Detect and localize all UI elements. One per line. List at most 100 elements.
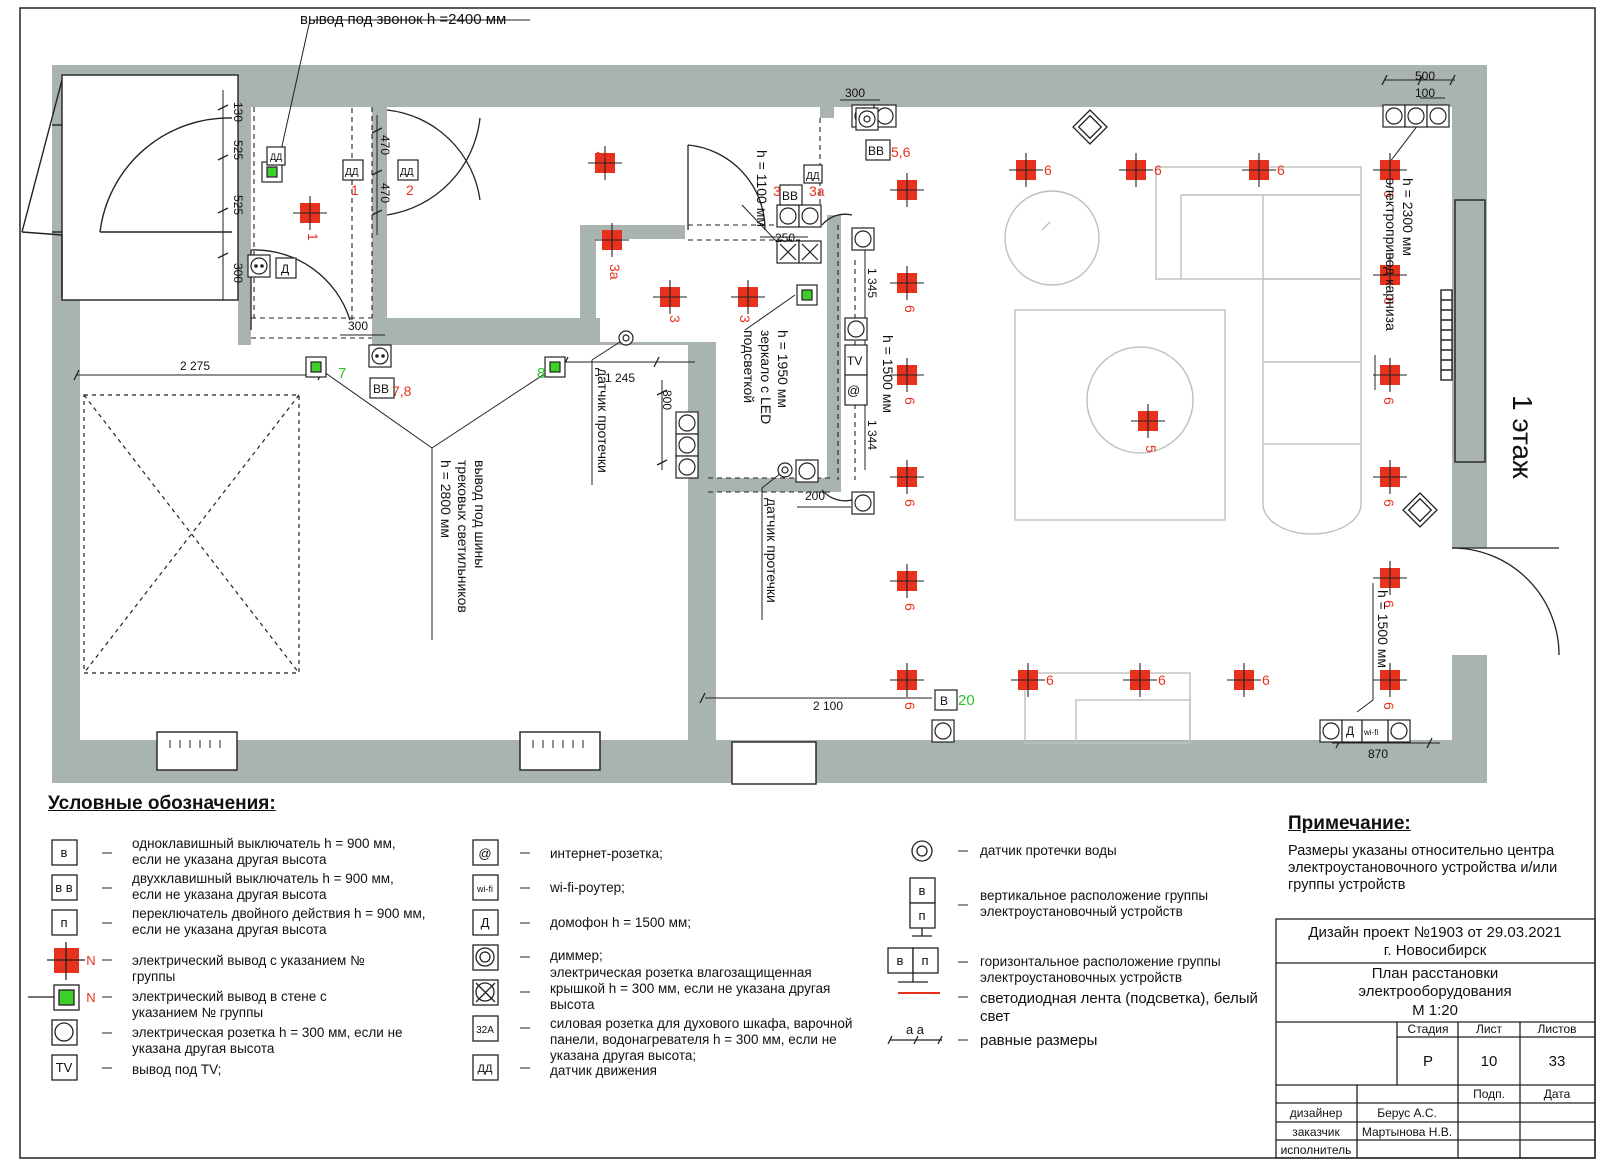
legend-sym-tv: TV [56, 1060, 73, 1075]
ceiling-output: 3а [595, 223, 629, 280]
ceiling-output-group-label: 6 [902, 603, 918, 611]
ceiling-output-group-label: 3 [737, 315, 753, 323]
device-boxes [266, 139, 1389, 743]
legend-item-equal-dims: равные размеры [980, 1032, 1098, 1049]
dim-1245: 1 245 [605, 371, 635, 385]
ceiling-output-crosshair [1227, 663, 1261, 697]
ceiling-output-group-label: 6 [1381, 499, 1397, 507]
ceiling-output-crosshair [1011, 663, 1045, 697]
legend-sym-p2: п [921, 953, 928, 968]
legend-item-power-socket: силовая розетка для духового шкафа, варо… [550, 1016, 853, 1063]
ceiling-output: 6 [890, 173, 924, 207]
socket [795, 459, 819, 483]
wall-output-mirror [796, 284, 818, 306]
label-vv-bath: ВВ [782, 189, 798, 203]
dim-250: 250 [775, 231, 795, 245]
ceiling-output-group-label: 1 [305, 233, 321, 241]
legend-item-horizontal-group: горизонтальное расположение группы элект… [980, 954, 1221, 985]
ceiling-output-crosshair [1373, 561, 1407, 595]
dim-525b: 525 [231, 195, 245, 215]
dashed-lines [251, 107, 856, 493]
legend-symbols [28, 839, 943, 1081]
legend-item-switch-single: одноклавишный выключатель h = 900 мм, ес… [132, 836, 396, 867]
ceiling-output-group-label: 6 [902, 499, 918, 507]
tb-title-1: План расстановки [1372, 965, 1499, 982]
ceiling-output-group-label: 6 [1154, 162, 1162, 178]
legend-sym-2: в в [55, 880, 73, 895]
ceiling-output-group-label: 6 [1262, 672, 1270, 688]
mirror-annotation-2: зеркало с LED [758, 330, 774, 424]
group-label: 3а [809, 183, 825, 199]
legend-dashes [102, 850, 968, 1069]
label-dd-1: ДД [345, 167, 359, 178]
title-block-text: Дизайн проект №1903 от 29.03.2021 г. Нов… [1281, 924, 1577, 1157]
ceiling-output-group-label: 6 [1381, 702, 1397, 710]
ceiling-output-crosshair [1009, 153, 1043, 187]
tb-sheets: 33 [1549, 1053, 1566, 1070]
dimension-ticks [73, 74, 1456, 749]
socket-pair-right [1382, 104, 1450, 128]
leak-sensors [618, 107, 879, 515]
ceiling-output-group-label: 6 [1046, 672, 1054, 688]
mirror-annotation-3: подсветкой [741, 330, 757, 403]
tb-h-sheets: Листов [1538, 1022, 1577, 1036]
legend-sym-v2: в [897, 953, 904, 968]
dim-470b: 470 [378, 183, 392, 203]
tb-role-customer: заказчик [1292, 1125, 1340, 1139]
group-label: 3 [773, 183, 781, 199]
legend-sym-wifi: wi-fi [476, 884, 493, 894]
dimension-values: 2 275 130 525 525 300 470 470 300 1 245 … [180, 69, 1435, 761]
socket-moistureproof-pair [776, 240, 822, 264]
track-annotation-2: трековых светильников [455, 460, 471, 613]
group-label-7: 7 [338, 365, 346, 382]
ceiling-output-crosshair [890, 173, 924, 207]
legend-item-wall-output: электрический вывод в стене с указанием … [132, 989, 327, 1020]
ceiling-output: 6 [1373, 460, 1407, 507]
dimmer [851, 227, 875, 251]
socket [247, 254, 271, 278]
legend-item-socket-wet: электрическая розетка влагозащищенная кр… [550, 965, 831, 1012]
legend-sym-aa: а а [906, 1022, 925, 1037]
h1100-annotation: h = 1100 мм [754, 150, 770, 227]
group-label: 1 [351, 182, 359, 198]
ceiling-output-crosshair [1373, 358, 1407, 392]
legend-sym-4: N [86, 953, 95, 968]
label-intercom: Д [281, 262, 289, 276]
dim-500: 500 [1415, 69, 1435, 83]
note-title: Примечание: [1288, 813, 1411, 834]
legend-sym-3: п [60, 915, 67, 930]
ceiling-output-group-label: 3а [607, 264, 623, 280]
annotations: вывод под звонок h =2400 мм вывод под ши… [300, 11, 1538, 668]
socket [844, 317, 868, 341]
legend-sym-dd: ДД [478, 1063, 493, 1075]
ceiling-output-group-label: 5 [1143, 445, 1159, 453]
ceiling-output-crosshair [293, 196, 327, 230]
dimmer [855, 107, 879, 131]
ceiling-output-group-label: 6 [1381, 397, 1397, 405]
leak-annotation-2: датчик протечки [764, 498, 780, 603]
socket-pair [776, 204, 822, 228]
ceiling-output-crosshair [890, 460, 924, 494]
title-block-grid [1275, 918, 1596, 1159]
tb-role-executor: исполнитель [1281, 1143, 1352, 1157]
ceiling-output-group-label: 6 [1158, 672, 1166, 688]
ceiling-output-crosshair [890, 663, 924, 697]
tb-stage: Р [1423, 1053, 1433, 1070]
legend-sym-32a: 32А [476, 1025, 494, 1036]
label-dd-2: ДД [400, 167, 414, 178]
ceiling-output: 6 [1373, 663, 1407, 710]
ceiling-output: 6 [890, 564, 924, 611]
group-labels-red: 1 2 7,8 3 3а 5,6 [351, 144, 911, 399]
ceiling-output-crosshair [1373, 258, 1407, 292]
socket [931, 719, 955, 743]
tb-scale: М 1:20 [1412, 1002, 1458, 1019]
ceiling-output-crosshair [1119, 153, 1153, 187]
dim-300b: 300 [348, 319, 368, 333]
legend-item-switch-double: двухклавишный выключатель h = 900 мм, ес… [132, 871, 394, 902]
dim-800: 800 [660, 390, 674, 410]
ceiling-output-crosshair [595, 223, 629, 257]
note-text: Размеры указаны относительно центра элек… [1288, 843, 1558, 893]
legend-item-tv: вывод под TV; [132, 1062, 222, 1077]
